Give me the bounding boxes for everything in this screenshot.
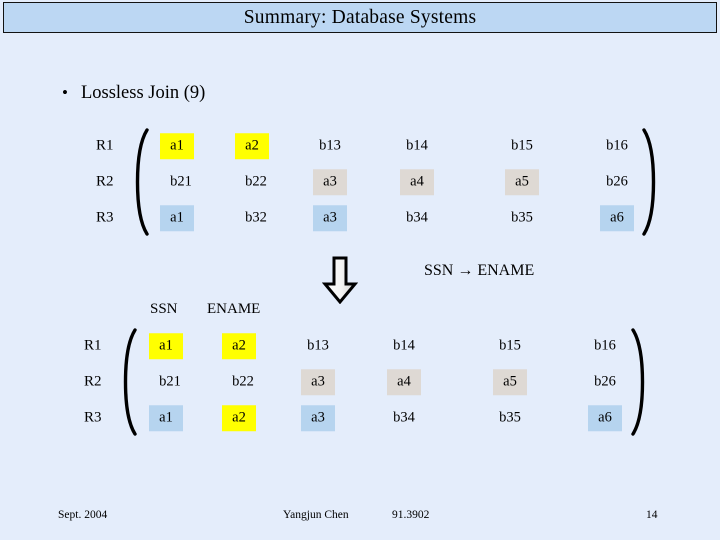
row-label: R1 <box>96 137 114 154</box>
matrix-cell: a4 <box>400 169 434 195</box>
matrix-right-bracket-icon <box>641 128 657 236</box>
matrix-cell: a6 <box>600 205 634 231</box>
matrix-cell: b22 <box>245 173 267 190</box>
column-header-ename: ENAME <box>207 301 261 317</box>
row-label: R2 <box>84 373 102 390</box>
matrix-cell: a2 <box>222 333 256 359</box>
bullet-item-lossless-join: • Lossless Join (9) <box>62 83 205 104</box>
footer-author: Yangjun Chen <box>283 509 349 521</box>
row-label: R2 <box>96 173 114 190</box>
matrix-cell: b21 <box>170 173 192 190</box>
table-row: R2 b21 b22 a3 a4 a5 b26 <box>0 364 720 400</box>
matrix-cell: a1 <box>160 133 194 159</box>
matrix-cell: b34 <box>406 209 428 226</box>
footer-page-number: 14 <box>646 509 658 521</box>
row-label: R3 <box>84 409 102 426</box>
matrix-cell: b34 <box>393 409 415 426</box>
matrix-cell: b13 <box>319 137 341 154</box>
matrix-cell: a3 <box>301 405 335 431</box>
table-row: R2 b21 b22 a3 a4 a5 b26 <box>0 164 720 200</box>
matrix-cell: a1 <box>149 333 183 359</box>
table-row: R3 a1 b32 a3 b34 b35 a6 <box>0 200 720 236</box>
lossless-join-matrix-before: R1 a1 a2 b13 b14 b15 b16 R2 b21 b22 a3 a… <box>0 128 720 236</box>
matrix-cell: a1 <box>149 405 183 431</box>
matrix-cell: b15 <box>511 137 533 154</box>
matrix-cell: b35 <box>499 409 521 426</box>
matrix-cell: b22 <box>232 373 254 390</box>
matrix-cell: a3 <box>313 169 347 195</box>
matrix-cell: a3 <box>313 205 347 231</box>
matrix-right-bracket-icon <box>630 328 646 436</box>
bullet-marker-icon: • <box>62 83 68 102</box>
matrix-cell: b35 <box>511 209 533 226</box>
bullet-item-label: Lossless Join (9) <box>80 83 206 103</box>
matrix-cell: b26 <box>594 373 616 390</box>
table-row: R3 a1 a2 a3 b34 b35 a6 <box>0 400 720 436</box>
matrix-cell: a5 <box>505 169 539 195</box>
matrix-cell: a2 <box>235 133 269 159</box>
row-label: R1 <box>84 337 102 354</box>
slide-title-bar: Summary: Database Systems <box>3 2 717 33</box>
table-row: R1 a1 a2 b13 b14 b15 b16 <box>0 128 720 164</box>
matrix-cell: a6 <box>588 405 622 431</box>
matrix-cell: b32 <box>245 209 267 226</box>
matrix-cell: a1 <box>160 205 194 231</box>
row-label: R3 <box>96 209 114 226</box>
matrix-cell: b26 <box>606 173 628 190</box>
matrix-left-bracket-icon <box>134 128 150 236</box>
matrix-cell: b13 <box>307 337 329 354</box>
matrix-cell: b14 <box>393 337 415 354</box>
matrix-cell: a3 <box>301 369 335 395</box>
matrix-cell: b21 <box>159 373 181 390</box>
matrix-cell: b15 <box>499 337 521 354</box>
table-row: R1 a1 a2 b13 b14 b15 b16 <box>0 328 720 364</box>
matrix-cell: a4 <box>387 369 421 395</box>
down-block-arrow-icon <box>322 256 358 304</box>
column-header-ssn: SSN <box>150 301 178 317</box>
matrix-cell: b14 <box>406 137 428 154</box>
matrix-cell: b16 <box>606 137 628 154</box>
page-title: Summary: Database Systems <box>243 6 477 28</box>
matrix-left-bracket-icon <box>122 328 138 436</box>
matrix-cell: a2 <box>222 405 256 431</box>
lossless-join-matrix-after: R1 a1 a2 b13 b14 b15 b16 R2 b21 b22 a3 a… <box>0 328 720 436</box>
functional-dependency-label: SSN → ENAME <box>424 262 535 279</box>
matrix-cell: b16 <box>594 337 616 354</box>
footer-date: Sept. 2004 <box>58 509 108 521</box>
footer-course: 91.3902 <box>392 509 430 521</box>
matrix-cell: a5 <box>493 369 527 395</box>
